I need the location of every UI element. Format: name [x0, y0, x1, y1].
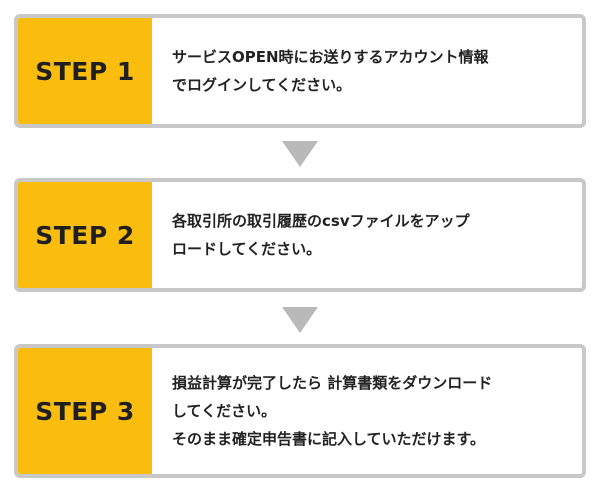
step-label-text: STEP 3: [35, 396, 135, 426]
step-description: 各取引所の取引履歴のcsvファイルをアップ ロードしてください。: [152, 182, 582, 288]
down-arrow-icon: [282, 141, 318, 167]
step-description: 損益計算が完了したら 計算書類をダウンロード してください。 そのまま確定申告書…: [152, 348, 582, 474]
step-description-line: 損益計算が完了したら 計算書類をダウンロード: [172, 374, 493, 392]
step-description-line: でログインしてください。: [172, 76, 352, 94]
step-description-line: してください。: [172, 402, 277, 420]
step-description-line: ロードしてください。: [172, 240, 322, 258]
step-description-line: そのまま確定申告書に記入していただけます。: [172, 430, 486, 448]
step-label-box: STEP 2: [18, 182, 152, 288]
step-description-line: 各取引所の取引履歴のcsvファイルをアップ: [172, 212, 470, 230]
step-card-2: STEP 2 各取引所の取引履歴のcsvファイルをアップ ロードしてください。: [14, 178, 586, 292]
step-card-1: STEP 1 サービスOPEN時にお送りするアカウント情報 でログインしてくださ…: [14, 14, 586, 128]
step-description: サービスOPEN時にお送りするアカウント情報 でログインしてください。: [152, 18, 582, 124]
step-label-text: STEP 2: [35, 220, 135, 250]
step-label-box: STEP 1: [18, 18, 152, 124]
step-label-box: STEP 3: [18, 348, 152, 474]
step-label-text: STEP 1: [35, 56, 135, 86]
down-arrow-icon: [282, 307, 318, 333]
step-card-3: STEP 3 損益計算が完了したら 計算書類をダウンロード してください。 その…: [14, 344, 586, 478]
step-description-line: サービスOPEN時にお送りするアカウント情報: [172, 48, 489, 66]
